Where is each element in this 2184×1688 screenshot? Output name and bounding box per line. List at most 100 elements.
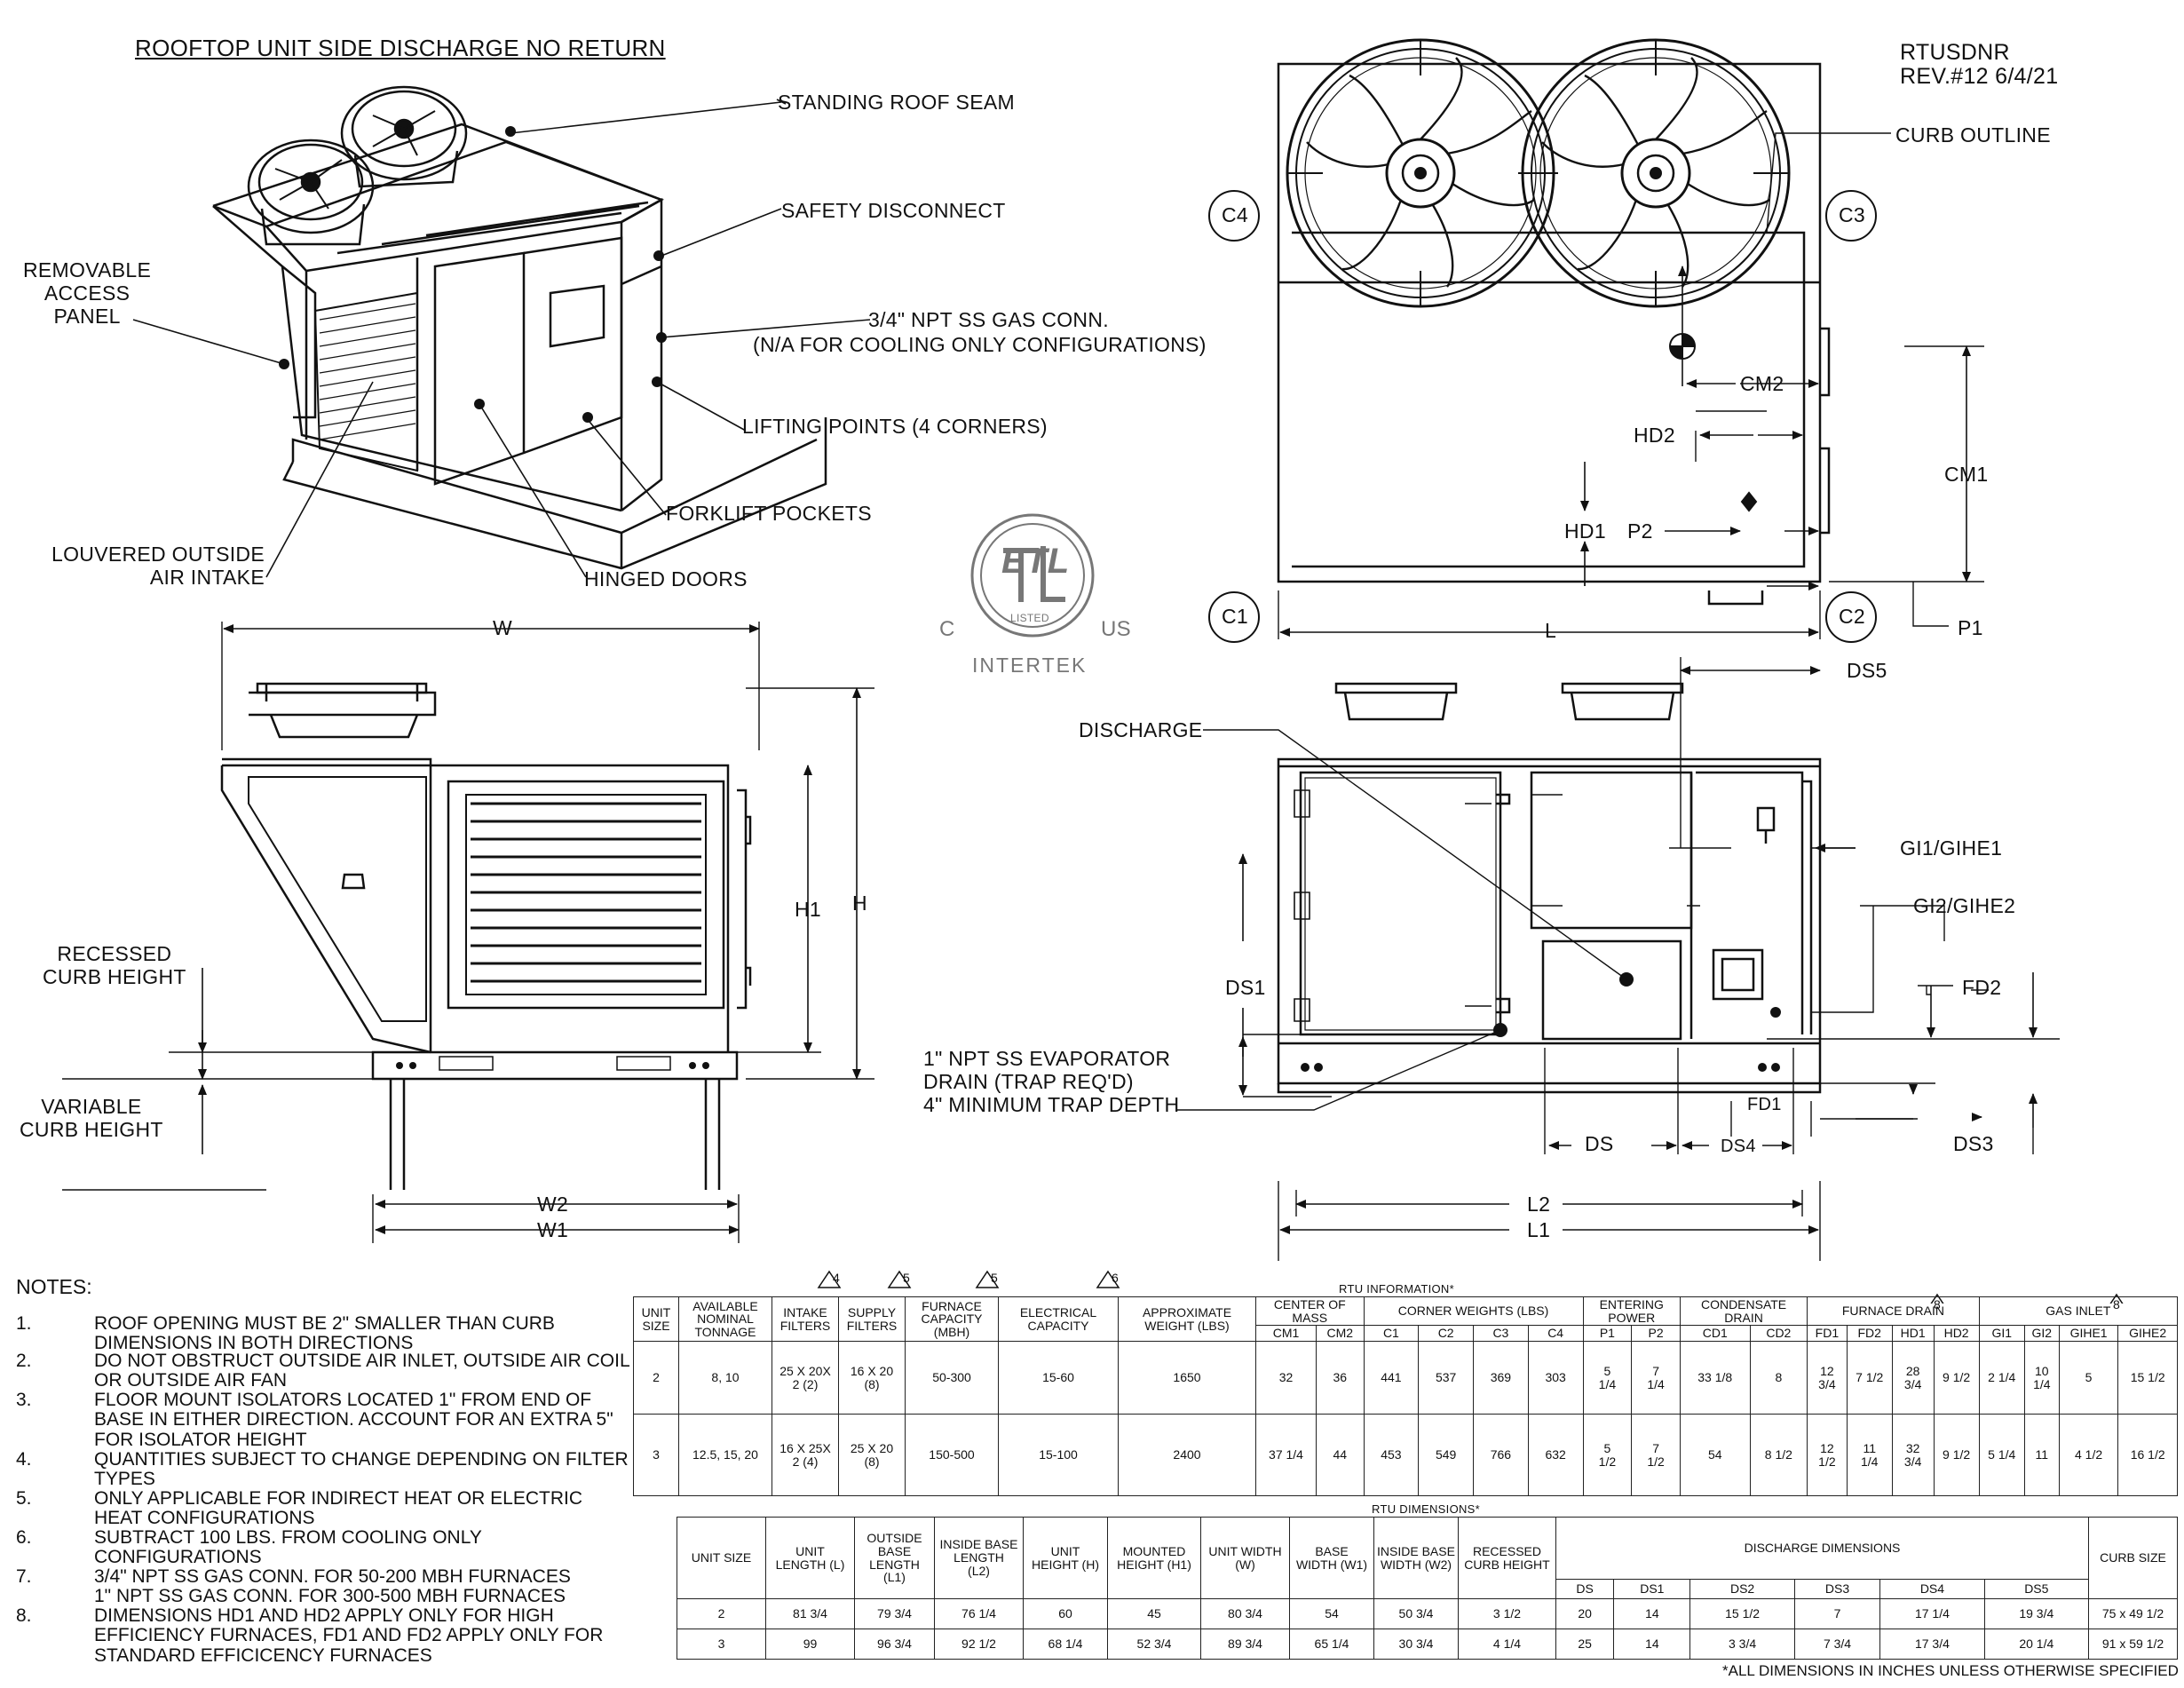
corner-label-c2: C2 xyxy=(1839,605,1866,628)
subheader-cell: HD2 xyxy=(1933,1325,1980,1343)
dim-label-p2: P2 xyxy=(1627,519,1653,543)
callout-gas-conn-note: (N/A FOR COOLING ONLY CONFIGURATIONS) xyxy=(753,333,1207,356)
table-cell: 3 xyxy=(633,1414,679,1497)
header-cell: CURB SIZE xyxy=(2088,1517,2178,1599)
subheader-cell: CM2 xyxy=(1316,1325,1365,1343)
dim-label-cm2: CM2 xyxy=(1740,372,1784,395)
header-cell: FURNACE DRAIN xyxy=(1807,1296,1980,1327)
header-cell: INTAKE FILTERS xyxy=(772,1296,839,1343)
table-cell: 766 xyxy=(1473,1414,1529,1497)
cert-logo-us: US xyxy=(1101,617,1131,641)
table-cell: 12 1/2 xyxy=(1807,1414,1848,1497)
callout-evaporator-drain: 1" NPT SS EVAPORATOR DRAIN (TRAP REQ'D) … xyxy=(923,1047,1180,1116)
table-cell: 25 X 20 (8) xyxy=(838,1414,906,1497)
table-cell: 25 xyxy=(1555,1629,1615,1660)
header-cell: UNIT WIDTH (W) xyxy=(1200,1517,1290,1599)
table-cell: 1650 xyxy=(1118,1341,1256,1415)
header-cell: UNIT HEIGHT (H) xyxy=(1023,1517,1108,1599)
table-cell: 16 X 20 (8) xyxy=(838,1341,906,1415)
dim-label-l2: L2 xyxy=(1527,1193,1551,1216)
subheader-cell: CD1 xyxy=(1679,1325,1751,1343)
header-cell: DISCHARGE DIMENSIONS xyxy=(1555,1517,2089,1580)
header-cell: CENTER OF MASS xyxy=(1255,1296,1365,1327)
table-cell: 2 xyxy=(633,1341,679,1415)
cert-logo-company: INTERTEK xyxy=(972,654,1088,677)
table-cell: 7 xyxy=(1793,1598,1881,1629)
table-cell: 632 xyxy=(1527,1414,1584,1497)
table-cell: 32 xyxy=(1255,1341,1317,1415)
table-cell: 96 3/4 xyxy=(854,1629,935,1660)
callout-louvered-intake: LOUVERED OUTSIDE AIR INTAKE xyxy=(51,543,265,589)
table-cell: 60 xyxy=(1023,1598,1108,1629)
table-cell: 17 1/4 xyxy=(1879,1598,1985,1629)
header-cell: CONDENSATE DRAIN xyxy=(1679,1296,1808,1327)
table-cell: 79 3/4 xyxy=(854,1598,935,1629)
callout-discharge: DISCHARGE xyxy=(1079,718,1203,741)
table-cell: 15 1/2 xyxy=(1689,1598,1795,1629)
dim-label-ds: DS xyxy=(1585,1132,1614,1155)
table-cell: 7 1/2 xyxy=(1631,1414,1681,1497)
table-cell: 12.5, 15, 20 xyxy=(678,1414,772,1497)
table-cell: 369 xyxy=(1473,1341,1529,1415)
callout-variable-curb-height: VARIABLE CURB HEIGHT xyxy=(20,1095,163,1141)
callout-curb-outline: CURB OUTLINE xyxy=(1895,123,2051,147)
table-cell: 2 xyxy=(677,1598,766,1629)
subheader-cell: GIHE2 xyxy=(2117,1325,2178,1343)
dim-label-cm1: CM1 xyxy=(1944,463,1989,486)
table-cell: 3 1/2 xyxy=(1458,1598,1556,1629)
table-cell: 303 xyxy=(1527,1341,1584,1415)
table-cell: 8 1/2 xyxy=(1749,1414,1808,1497)
notes-heading: NOTES: xyxy=(16,1275,92,1298)
table-row: 2 81 3/4 79 3/4 76 1/4 60 45 80 3/4 54 5… xyxy=(677,1598,2178,1629)
callout-safety-disconnect: SAFETY DISCONNECT xyxy=(781,199,1006,222)
table-row: 3 12.5, 15, 20 16 X 25X 2 (4) 25 X 20 (8… xyxy=(633,1414,2178,1497)
subheader-cell: CM1 xyxy=(1255,1325,1317,1343)
subheader-cell: C3 xyxy=(1473,1325,1529,1343)
callout-forklift-pockets: FORKLIFT POCKETS xyxy=(666,502,872,525)
subheader-cell: P1 xyxy=(1582,1325,1633,1343)
table-cell: 81 3/4 xyxy=(765,1598,855,1629)
cert-logo-listed: LISTED xyxy=(1010,612,1049,624)
table-cell: 7 1/2 xyxy=(1846,1341,1893,1415)
table-cell: 12 3/4 xyxy=(1807,1341,1848,1415)
table-cell: 11 xyxy=(2023,1414,2060,1497)
header-cell: UNIT SIZE xyxy=(677,1517,766,1599)
table-cell: 37 1/4 xyxy=(1255,1414,1317,1497)
header-cell: INSIDE BASE WIDTH (W2) xyxy=(1373,1517,1459,1599)
table-cell: 65 1/4 xyxy=(1289,1629,1374,1660)
table-cell: 8 xyxy=(1749,1341,1808,1415)
subheader-cell: DS2 xyxy=(1689,1579,1795,1599)
table-cell: 5 1/2 xyxy=(1582,1414,1633,1497)
callout-standing-roof-seam: STANDING ROOF SEAM xyxy=(778,91,1015,114)
table-row: CM1 CM2 C1 C2 C3 C4 P1 P2 CD1 CD2 FD1 FD… xyxy=(634,1325,2178,1343)
header-cell: FURNACE CAPACITY (MBH) xyxy=(905,1296,999,1343)
table-cell: 549 xyxy=(1418,1414,1475,1497)
rtu-dims-caption: RTU DIMENSIONS* xyxy=(1372,1502,1480,1516)
table-cell: 75 x 49 1/2 xyxy=(2088,1598,2178,1629)
subheader-cell: DS xyxy=(1555,1579,1615,1599)
dim-label-ds5: DS5 xyxy=(1847,659,1887,682)
table-row: 3 99 96 3/4 92 1/2 68 1/4 52 3/4 89 3/4 … xyxy=(677,1629,2178,1660)
table-row: DS DS1 DS2 DS3 DS4 DS5 xyxy=(677,1579,2178,1599)
dim-label-l: L xyxy=(1545,619,1557,642)
table-cell: 441 xyxy=(1363,1341,1420,1415)
corner-label-c1: C1 xyxy=(1222,605,1249,628)
table-cell: 16 X 25X 2 (4) xyxy=(772,1414,839,1497)
header-cell: ELECTRICAL CAPACITY xyxy=(998,1296,1119,1343)
table-cell: 15 1/2 xyxy=(2117,1341,2178,1415)
dim-label-fd2: FD2 xyxy=(1962,976,2002,999)
drawing-title: ROOFTOP UNIT SIDE DISCHARGE NO RETURN xyxy=(135,35,666,61)
table-cell: 3 xyxy=(677,1629,766,1660)
table-cell: 9 1/2 xyxy=(1933,1341,1980,1415)
header-cell: APPROXIMATE WEIGHT (LBS) xyxy=(1118,1296,1256,1343)
table-cell: 10 1/4 xyxy=(2023,1341,2060,1415)
callout-removable-access-panel: REMOVABLE ACCESS PANEL xyxy=(23,258,152,328)
table-cell: 30 3/4 xyxy=(1373,1629,1459,1660)
table-cell: 2 1/4 xyxy=(1978,1341,2025,1415)
dim-label-w2: W2 xyxy=(537,1193,569,1216)
rtu-dims-table: UNIT SIZE UNIT LENGTH (L) OUTSIDE BASE L… xyxy=(677,1517,2178,1660)
document-id: RTUSDNR xyxy=(1900,40,2010,65)
footnote: *ALL DIMENSIONS IN INCHES UNLESS OTHERWI… xyxy=(1722,1662,2179,1679)
dim-label-l1: L1 xyxy=(1527,1218,1551,1241)
